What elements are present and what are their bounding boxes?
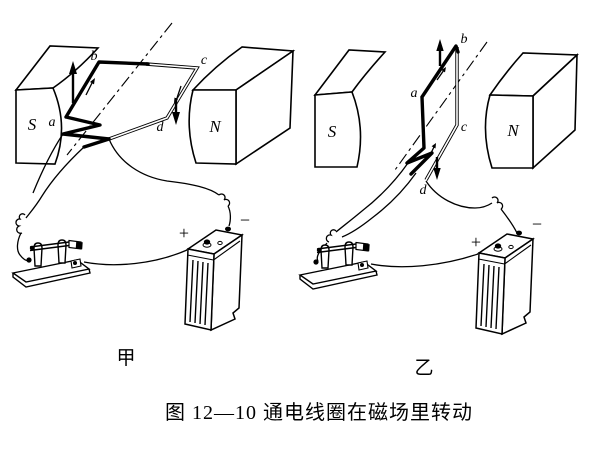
rotation-axis-yi xyxy=(394,41,488,171)
current-arrow-cd-yi xyxy=(428,143,436,158)
current-arrow-ab-yi xyxy=(436,67,446,81)
wires-yi xyxy=(316,162,518,268)
wire-coil-squiggle xyxy=(325,229,337,243)
coil-c-label-jia: c xyxy=(201,53,208,68)
current-arrow-cd-jia xyxy=(174,85,182,103)
pole-s-label-yi: S xyxy=(328,122,337,141)
wires-jia xyxy=(15,133,232,266)
coil-c-label-yi: c xyxy=(461,120,468,135)
coil-b-label-jia: b xyxy=(91,49,98,64)
force-arrow-down-yi xyxy=(433,157,441,180)
battery-yi xyxy=(475,229,534,335)
force-arrow-up-yi xyxy=(436,39,444,66)
battery-plus-yi: + xyxy=(471,232,481,252)
coil-b-label-yi: b xyxy=(461,32,468,47)
force-arrow-down-jia xyxy=(172,98,180,125)
coil-a-label-yi: a xyxy=(411,86,418,101)
coil-jia xyxy=(61,60,200,149)
battery-plus-jia: + xyxy=(179,223,189,243)
pole-n-label-yi: N xyxy=(506,121,520,140)
force-arrow-up-jia xyxy=(69,61,77,103)
rotation-axis-jia xyxy=(66,22,173,156)
magnet-n-jia xyxy=(188,46,296,166)
wire-coil-squiggle xyxy=(218,193,231,207)
pole-n-label-jia: N xyxy=(208,117,222,136)
wire-coil-squiggle xyxy=(491,196,504,210)
battery-jia xyxy=(184,225,243,331)
wire-coil-squiggle xyxy=(15,213,26,234)
scene-label-yi: 乙 xyxy=(414,358,433,379)
coil-a-label-jia: a xyxy=(49,115,56,130)
switch-yi xyxy=(299,241,378,290)
coil-d-label-jia: d xyxy=(157,120,165,135)
coil-yi xyxy=(405,44,460,181)
scene-yi: S N a b c d + − 乙 xyxy=(299,32,579,379)
switch-jia xyxy=(12,239,91,288)
pole-s-label-jia: S xyxy=(28,115,37,134)
coil-d-label-yi: d xyxy=(420,183,428,198)
magnet-s-jia xyxy=(14,45,100,165)
scene-jia: S N a b c d + − 甲 xyxy=(12,22,296,369)
current-arrow-ab-jia xyxy=(85,78,95,96)
battery-minus-jia: − xyxy=(240,210,250,230)
scene-label-jia: 甲 xyxy=(116,348,135,369)
magnet-n-yi xyxy=(484,52,579,170)
battery-minus-yi: − xyxy=(532,214,542,234)
magnet-s-yi xyxy=(313,49,387,168)
figure-caption: 图 12—10 通电线圈在磁场里转动 xyxy=(165,401,473,424)
